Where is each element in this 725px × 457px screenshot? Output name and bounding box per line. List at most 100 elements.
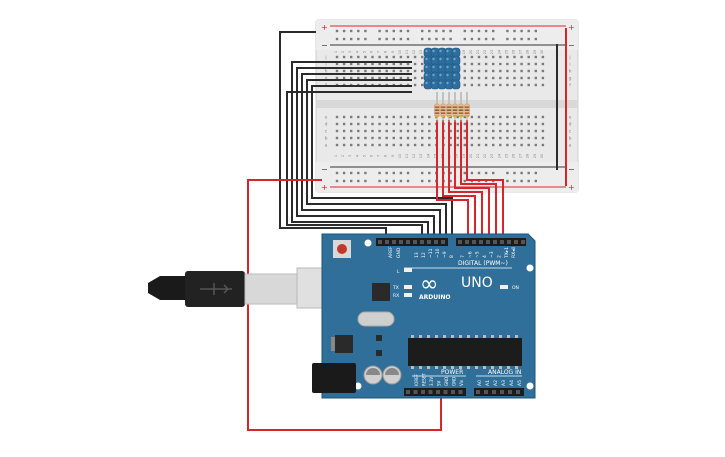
rail-hole bbox=[385, 179, 388, 183]
rail-hole bbox=[527, 29, 530, 33]
breadboard-hole bbox=[520, 136, 523, 140]
breadboard-hole bbox=[385, 129, 388, 133]
breadboard-hole bbox=[513, 115, 516, 119]
led-highlight bbox=[432, 81, 435, 85]
digital-pin-label: RX◂0 bbox=[511, 247, 517, 258]
breadboard-hole bbox=[513, 76, 516, 80]
breadboard-hole bbox=[428, 115, 431, 119]
breadboard-hole bbox=[421, 76, 424, 80]
power-pin-label: RESET bbox=[422, 373, 427, 386]
capacitor-top bbox=[366, 368, 380, 375]
resistor-band bbox=[452, 115, 458, 117]
breadboard-hole bbox=[392, 143, 395, 147]
pin-socket bbox=[406, 390, 410, 394]
pin-socket bbox=[508, 390, 512, 394]
rail-hole bbox=[364, 37, 367, 41]
column-number: 29 bbox=[533, 153, 537, 158]
pin-socket bbox=[479, 240, 483, 244]
breadboard-hole bbox=[406, 136, 410, 140]
breadboard-hole bbox=[470, 115, 474, 119]
led-highlight bbox=[425, 49, 428, 53]
breadboard-hole bbox=[506, 55, 509, 59]
led-highlight bbox=[439, 49, 442, 53]
led-highlight bbox=[425, 81, 428, 85]
rail-hole bbox=[428, 171, 431, 175]
resistor-band bbox=[452, 112, 458, 114]
breadboard-hole bbox=[484, 122, 488, 126]
ic-pin bbox=[491, 366, 494, 369]
breadboard-hole bbox=[364, 115, 367, 119]
ic-pin bbox=[459, 366, 462, 369]
pin-socket bbox=[392, 240, 396, 244]
breadboard-hole bbox=[541, 115, 545, 119]
pin-socket bbox=[436, 390, 440, 394]
gnd-label: GND bbox=[396, 247, 402, 258]
column-number: 11 bbox=[405, 154, 409, 159]
rx-led bbox=[404, 293, 412, 297]
breadboard-hole bbox=[527, 69, 530, 73]
breadboard-hole bbox=[477, 69, 481, 73]
breadboard-hole bbox=[492, 122, 495, 126]
breadboard-hole bbox=[470, 76, 474, 80]
column-number: 3 bbox=[348, 155, 352, 157]
digital-pin-label: 4 bbox=[482, 255, 488, 258]
led-highlight bbox=[446, 73, 449, 77]
breadboard-hole bbox=[477, 55, 481, 59]
ic-pin bbox=[515, 335, 518, 338]
breadboard-hole bbox=[541, 129, 545, 133]
rail-hole bbox=[421, 37, 424, 41]
breadboard-hole bbox=[378, 55, 381, 59]
breadboard-hole bbox=[350, 136, 353, 140]
breadboard-hole bbox=[456, 122, 459, 126]
breadboard-hole bbox=[357, 129, 360, 133]
led-highlight bbox=[446, 49, 449, 53]
breadboard-hole bbox=[513, 136, 516, 140]
resistor-band bbox=[434, 106, 440, 108]
breadboard-hole bbox=[492, 136, 495, 140]
brand-label: ARDUINO bbox=[419, 294, 450, 301]
rail-hole bbox=[513, 179, 516, 183]
pin-socket bbox=[493, 240, 497, 244]
rail-hole bbox=[378, 29, 381, 33]
breadboard-hole bbox=[534, 62, 537, 66]
row-letter: d bbox=[325, 122, 328, 128]
breadboard-hole bbox=[484, 76, 488, 80]
breadboard-hole bbox=[513, 62, 516, 66]
breadboard-hole bbox=[520, 129, 523, 133]
breadboard-hole bbox=[406, 122, 410, 126]
rail-hole bbox=[392, 29, 395, 33]
digital-pin-label: 2 bbox=[497, 255, 503, 258]
column-number: 10 bbox=[398, 49, 402, 54]
wire-red-5 bbox=[460, 120, 497, 238]
pin-socket bbox=[486, 240, 490, 244]
rail-hole bbox=[463, 29, 466, 33]
column-number: 2 bbox=[341, 155, 345, 157]
column-number: 30 bbox=[540, 153, 544, 158]
breadboard-hole bbox=[406, 76, 410, 80]
wire-black-5 bbox=[311, 85, 453, 238]
breadboard-hole bbox=[364, 129, 367, 133]
analog-pin-label: A4 bbox=[509, 380, 515, 386]
led-highlight bbox=[446, 57, 449, 61]
pin-socket bbox=[514, 240, 518, 244]
row-letter: a bbox=[325, 144, 328, 149]
rail-hole bbox=[449, 171, 452, 175]
ic-pin bbox=[507, 335, 510, 338]
pin-socket bbox=[399, 240, 403, 244]
breadboard-hole bbox=[527, 122, 530, 126]
atmega-chip bbox=[408, 338, 522, 366]
reset-button[interactable] bbox=[337, 244, 347, 254]
breadboard-hole bbox=[506, 62, 509, 66]
ic-pin bbox=[507, 366, 510, 369]
breadboard-hole bbox=[335, 115, 339, 119]
column-number: 25 bbox=[504, 154, 508, 159]
rail-hole bbox=[492, 29, 495, 33]
on-led bbox=[500, 285, 508, 289]
resistor-band bbox=[464, 112, 470, 114]
column-number: 26 bbox=[512, 153, 516, 158]
breadboard-hole bbox=[470, 83, 474, 87]
breadboard-hole bbox=[385, 76, 388, 80]
rail-hole bbox=[534, 29, 537, 33]
breadboard-hole bbox=[534, 129, 537, 133]
